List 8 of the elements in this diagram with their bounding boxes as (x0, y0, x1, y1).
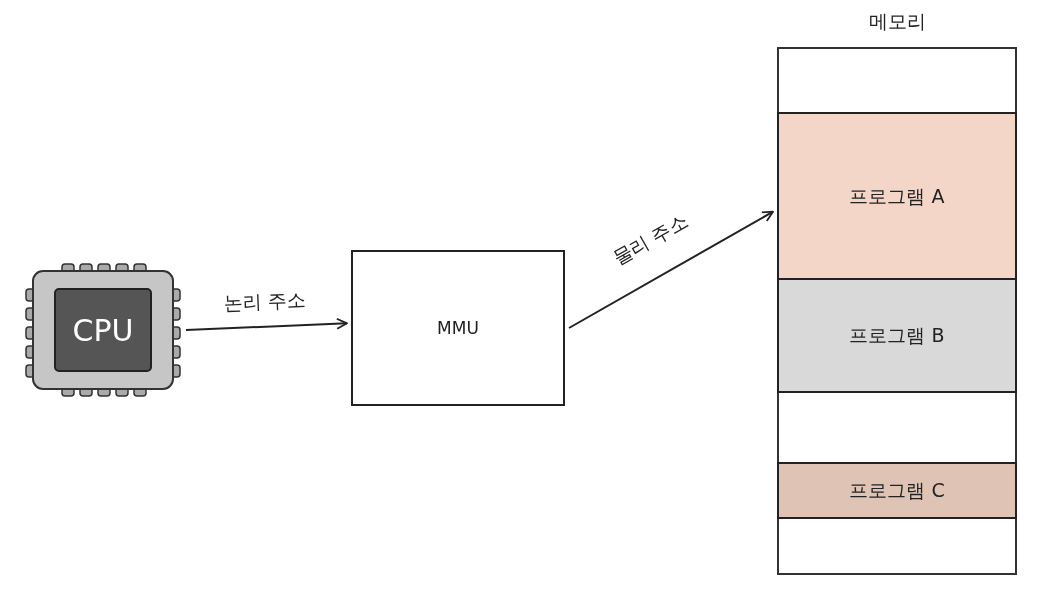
memory-block: 프로그램 B (777, 278, 1017, 393)
arrow (568, 210, 774, 329)
process-box: MMU (351, 250, 565, 406)
arrow (185, 317, 348, 331)
memory-block: 프로그램 A (777, 112, 1017, 281)
column-heading: 메모리 (867, 9, 927, 34)
chip-label: CPU (71, 311, 135, 350)
memory-block: 프로그램 C (777, 462, 1017, 519)
